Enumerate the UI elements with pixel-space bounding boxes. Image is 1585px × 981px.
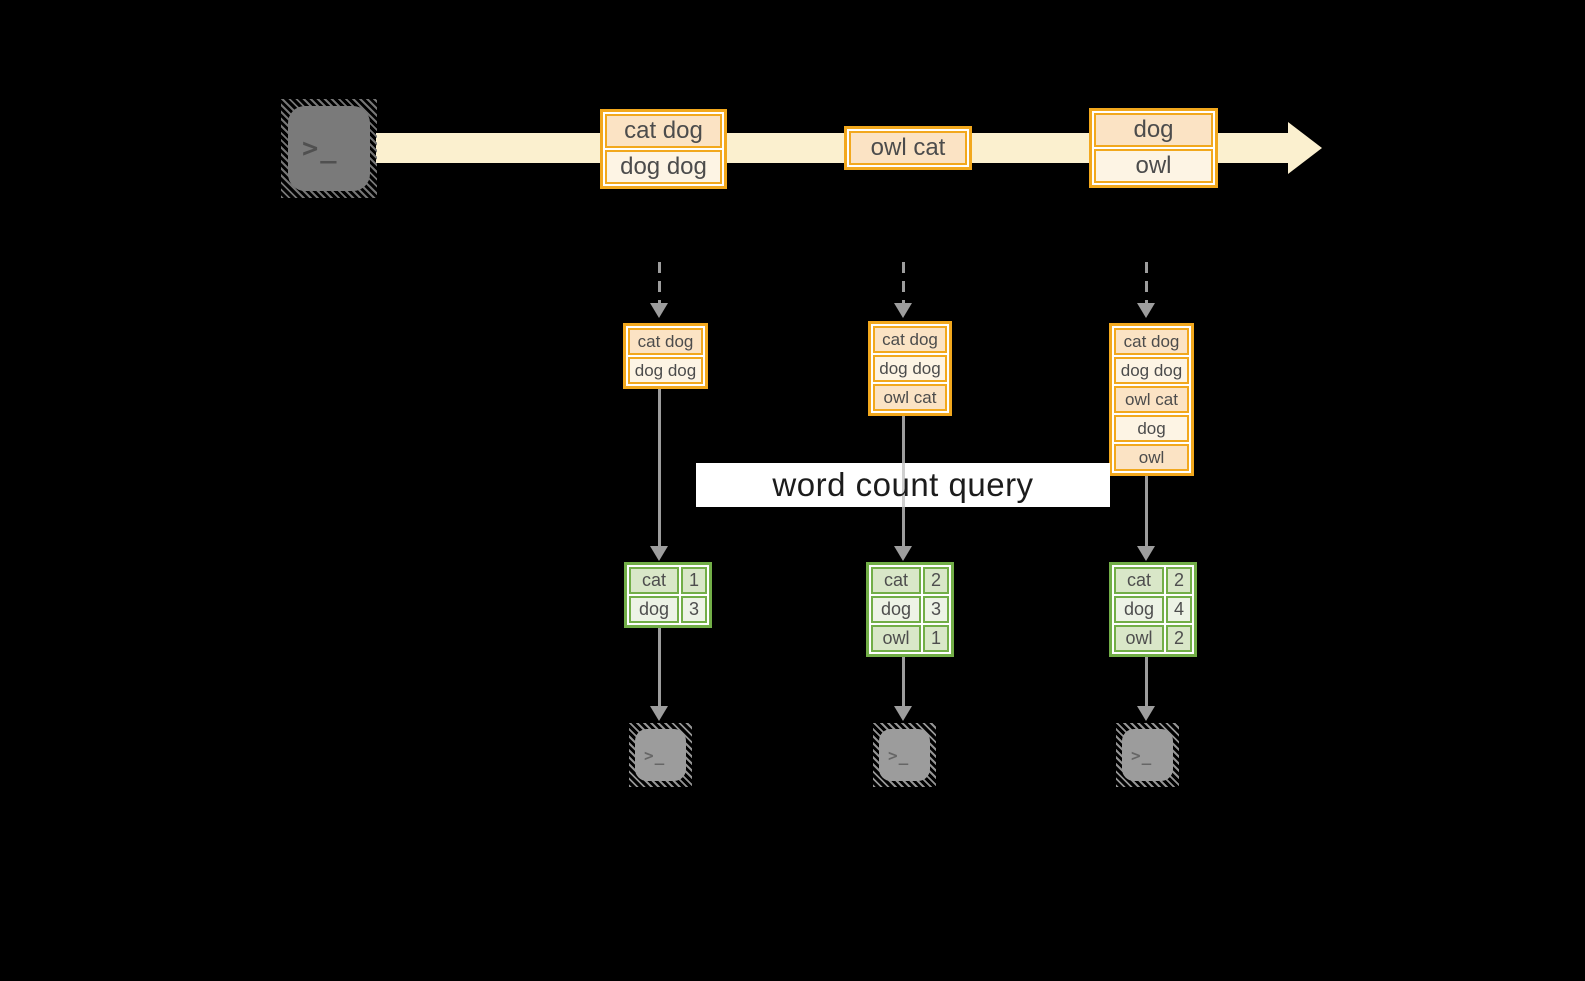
batch-row: owl cat bbox=[849, 131, 967, 165]
arrowhead-icon bbox=[894, 546, 912, 561]
table-row: cat 2 bbox=[1114, 567, 1192, 594]
count-cell: 1 bbox=[681, 567, 707, 594]
state-row: owl bbox=[1114, 444, 1189, 471]
arrowhead-icon bbox=[650, 706, 668, 721]
stream-arrowhead-icon bbox=[1288, 122, 1322, 174]
count-table-3: cat 2 dog 4 owl 2 bbox=[1109, 562, 1197, 657]
count-cell: 3 bbox=[923, 596, 949, 623]
count-cell: 4 bbox=[1166, 596, 1192, 623]
table-row: dog 4 bbox=[1114, 596, 1192, 623]
state-row: cat dog bbox=[628, 328, 703, 355]
word-cell: owl bbox=[1114, 625, 1164, 652]
table-row: dog 3 bbox=[871, 596, 949, 623]
arrow-line bbox=[658, 628, 661, 707]
table-row: cat 2 bbox=[871, 567, 949, 594]
word-cell: dog bbox=[629, 596, 679, 623]
count-table-1: cat 1 dog 3 bbox=[624, 562, 712, 628]
terminal-prompt-icon: >_ bbox=[1122, 729, 1173, 781]
state-stack-2: cat dog dog dog owl cat bbox=[868, 321, 952, 416]
state-row: cat dog bbox=[873, 326, 947, 353]
word-cell: cat bbox=[871, 567, 921, 594]
arrowhead-icon bbox=[650, 546, 668, 561]
count-cell: 1 bbox=[923, 625, 949, 652]
batch-row: dog bbox=[1094, 113, 1213, 147]
arrowhead-icon bbox=[894, 303, 912, 318]
arrowhead-icon bbox=[894, 706, 912, 721]
arrowhead-icon bbox=[1137, 706, 1155, 721]
terminal-prompt-icon: >_ bbox=[635, 729, 686, 781]
terminal-prompt-icon: >_ bbox=[879, 729, 930, 781]
table-row: owl 1 bbox=[871, 625, 949, 652]
table-row: cat 1 bbox=[629, 567, 707, 594]
state-row: dog dog bbox=[628, 357, 703, 384]
table-row: dog 3 bbox=[629, 596, 707, 623]
count-cell: 2 bbox=[1166, 625, 1192, 652]
count-cell: 2 bbox=[1166, 567, 1192, 594]
count-table-2: cat 2 dog 3 owl 1 bbox=[866, 562, 954, 657]
arrow-line bbox=[902, 657, 905, 707]
terminal-sink-icon: >_ bbox=[629, 723, 692, 787]
state-row: owl cat bbox=[1114, 386, 1189, 413]
terminal-sink-icon: >_ bbox=[1116, 723, 1179, 787]
stream-batch-1: cat dog dog dog bbox=[600, 109, 727, 189]
batch-row: owl bbox=[1094, 149, 1213, 183]
word-cell: owl bbox=[871, 625, 921, 652]
query-label: word count query bbox=[772, 466, 1034, 503]
word-cell: dog bbox=[871, 596, 921, 623]
state-stack-1: cat dog dog dog bbox=[623, 323, 708, 389]
terminal-sink-icon: >_ bbox=[873, 723, 936, 787]
state-row: cat dog bbox=[1114, 328, 1189, 355]
table-row: owl 2 bbox=[1114, 625, 1192, 652]
arrow-line bbox=[1145, 657, 1148, 707]
batch-row: cat dog bbox=[605, 114, 722, 148]
state-row: dog dog bbox=[873, 355, 947, 382]
arrowhead-icon bbox=[1137, 303, 1155, 318]
dashed-arrow-line bbox=[902, 262, 905, 304]
word-cell: cat bbox=[629, 567, 679, 594]
state-row: owl cat bbox=[873, 384, 947, 411]
count-cell: 3 bbox=[681, 596, 707, 623]
dashed-arrow-line bbox=[1145, 262, 1148, 304]
state-row: dog bbox=[1114, 415, 1189, 442]
stream-batch-2: owl cat bbox=[844, 126, 972, 170]
arrow-line bbox=[658, 389, 661, 548]
count-cell: 2 bbox=[923, 567, 949, 594]
arrowhead-icon bbox=[1137, 546, 1155, 561]
state-stack-3: cat dog dog dog owl cat dog owl bbox=[1109, 323, 1194, 476]
arrow-line bbox=[1145, 476, 1148, 548]
stream-batch-3: dog owl bbox=[1089, 108, 1218, 188]
arrow-line-through-bar bbox=[902, 463, 905, 507]
word-cell: dog bbox=[1114, 596, 1164, 623]
arrowhead-icon bbox=[650, 303, 668, 318]
state-row: dog dog bbox=[1114, 357, 1189, 384]
terminal-prompt-icon: >_ bbox=[288, 106, 370, 191]
query-bar: word count query bbox=[696, 463, 1110, 507]
word-cell: cat bbox=[1114, 567, 1164, 594]
batch-row: dog dog bbox=[605, 150, 722, 184]
dashed-arrow-line bbox=[658, 262, 661, 304]
terminal-source-icon: >_ bbox=[281, 99, 377, 198]
